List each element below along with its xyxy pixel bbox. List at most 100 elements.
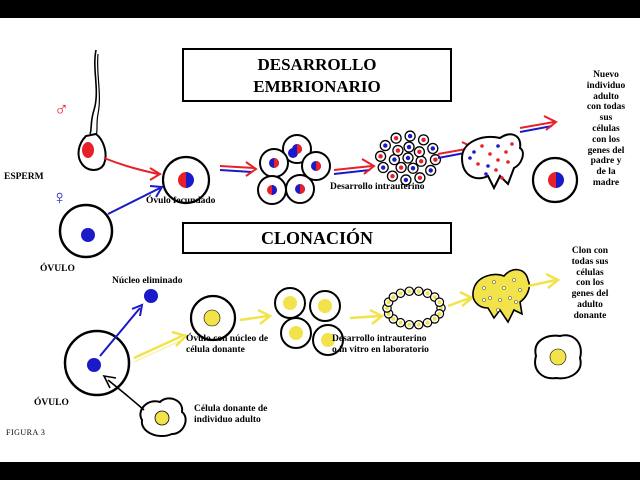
label-ovum-top: ÓVULO: [40, 264, 75, 274]
clone-line: adulto: [577, 299, 603, 310]
new-individual-line: sus: [599, 113, 613, 124]
title-cloning-text: CLONACIÓN: [260, 228, 373, 248]
morula-nucleus: [390, 173, 395, 179]
clone-line: genes del: [571, 289, 609, 300]
clone-fetus-cell-dot: [488, 296, 492, 300]
clone-morula-nucleus: [432, 316, 437, 321]
new-individual-line: madre: [592, 177, 620, 188]
clone-development-line: Desarrollo intrauterino: [332, 334, 427, 344]
morula: [374, 130, 442, 186]
clone-fetus-cell-dot: [512, 278, 516, 282]
clone-morula-nucleus: [407, 289, 412, 294]
clone-fetus: [472, 268, 531, 324]
clone-fetus-cell-dot: [482, 286, 486, 290]
fetus-cell-dot: [510, 142, 514, 146]
label-development: Desarrollo intrauterino: [330, 182, 425, 192]
clone-line: todas sus: [571, 256, 609, 267]
clone-four-cell-embryo: [274, 287, 344, 356]
label-egg-donor-nucleus: Óvulo con núcleo de célula donante: [186, 334, 268, 356]
label-donor-cell: Célula donante de individuo adulto: [194, 404, 267, 426]
clone-fetus-cell-dot: [502, 286, 506, 290]
clone-morula-nucleus: [391, 295, 396, 300]
egg-donor-line: Óvulo con núcleo de: [186, 334, 269, 344]
fetus-cell-dot: [486, 164, 490, 168]
sperm-cell: [77, 49, 107, 171]
clone-development-line: o in vitro en laboratorio: [332, 345, 429, 355]
ovum-cell: [58, 203, 114, 259]
development-arrow-4: [519, 115, 558, 133]
fetus-cell-dot: [500, 176, 504, 180]
label-new-individual: Nuevo individuo adulto con todas sus cél…: [578, 70, 634, 189]
clone-morula-nucleus: [407, 322, 412, 327]
clone-fetus-cell-dot: [498, 298, 502, 302]
morula-nucleus: [395, 148, 401, 153]
title-cloning: CLONACIÓN: [182, 222, 452, 254]
fetus-cell-dot: [484, 172, 488, 176]
clone-morula-nucleus: [432, 295, 437, 300]
fetus-cell-dot: [472, 150, 476, 154]
clone-morula-nucleus: [391, 316, 396, 321]
female-symbol: ♀: [52, 187, 67, 209]
morula-nucleus: [393, 135, 399, 141]
new-individual-line: con todas: [586, 102, 626, 113]
clone-morula-nucleus: [425, 291, 430, 296]
new-individual-line: de la: [596, 167, 616, 178]
adult-cell: [531, 156, 579, 204]
development-arrow-2: [333, 158, 376, 175]
clone-arrow-5: [527, 272, 561, 289]
clone-morula-nucleus: [425, 320, 430, 325]
development-arrow-1: [219, 161, 258, 177]
morula-nucleus: [405, 155, 411, 161]
morula-nucleus: [407, 133, 413, 139]
clone-line: Clon con: [571, 246, 609, 256]
new-individual-line: adulto: [593, 91, 619, 102]
morula-nucleus: [433, 157, 438, 162]
clone-arrow-2: [239, 308, 273, 325]
label-fertilized-egg: Óvulo fecundado: [146, 196, 216, 206]
clone-fetus-cell-dot: [482, 298, 486, 302]
new-individual-line: células: [592, 123, 620, 134]
donor-insertion-arrow: [102, 374, 145, 411]
morula-nucleus: [421, 137, 426, 143]
clone-morula-nucleus: [385, 306, 389, 310]
fetus: [460, 133, 524, 191]
clone-morula-nucleus: [437, 311, 442, 316]
clone-fetus-cell-dot: [508, 296, 512, 300]
clone-morula-nucleus: [416, 322, 421, 327]
figure-label: FIGURA 3: [6, 428, 46, 437]
clone-morula-nucleus: [386, 311, 391, 316]
clone-fetus-cell-dot: [514, 300, 518, 304]
removed-nucleus: [144, 289, 158, 303]
new-individual-line: con los: [592, 134, 620, 145]
clone-arrow-1: [133, 330, 189, 363]
morula-nucleus: [418, 159, 424, 164]
fetus-cell-dot: [476, 162, 480, 166]
new-individual-line: genes del: [587, 145, 625, 156]
morula-nucleus: [398, 165, 404, 170]
clone-arrow-3: [349, 308, 385, 325]
morula-nucleus: [417, 175, 423, 181]
clone-arrow-4: [447, 290, 475, 308]
fetus-cell-dot: [488, 152, 492, 156]
new-individual-line: Nuevo: [593, 70, 619, 80]
fertilized-egg: [161, 155, 211, 205]
title-line-1: DESARROLLO: [257, 55, 377, 74]
clone-morula: [382, 286, 446, 330]
morula-nucleus: [428, 168, 433, 173]
male-symbol: ♂: [54, 99, 69, 121]
donor-cell: [139, 397, 187, 438]
morula-nucleus: [430, 146, 435, 151]
clone-morula-nucleus: [437, 300, 442, 305]
ovum-arrow: [107, 185, 164, 215]
clone-fetus-cell-dot: [492, 280, 496, 284]
clone-line: con los: [576, 278, 604, 289]
fetus-cell-dot: [468, 156, 472, 160]
four-cell-embryo: [257, 134, 331, 205]
fetus-cell-dot: [480, 144, 484, 148]
morula-nucleus: [381, 165, 386, 170]
morula-nucleus: [383, 143, 388, 148]
fetus-cell-dot: [506, 160, 510, 164]
clone-morula-nucleus: [386, 300, 391, 305]
label-ovum-bottom: ÓVULO: [34, 398, 69, 408]
label-nucleus-removed: Núcleo eliminado: [112, 276, 183, 286]
